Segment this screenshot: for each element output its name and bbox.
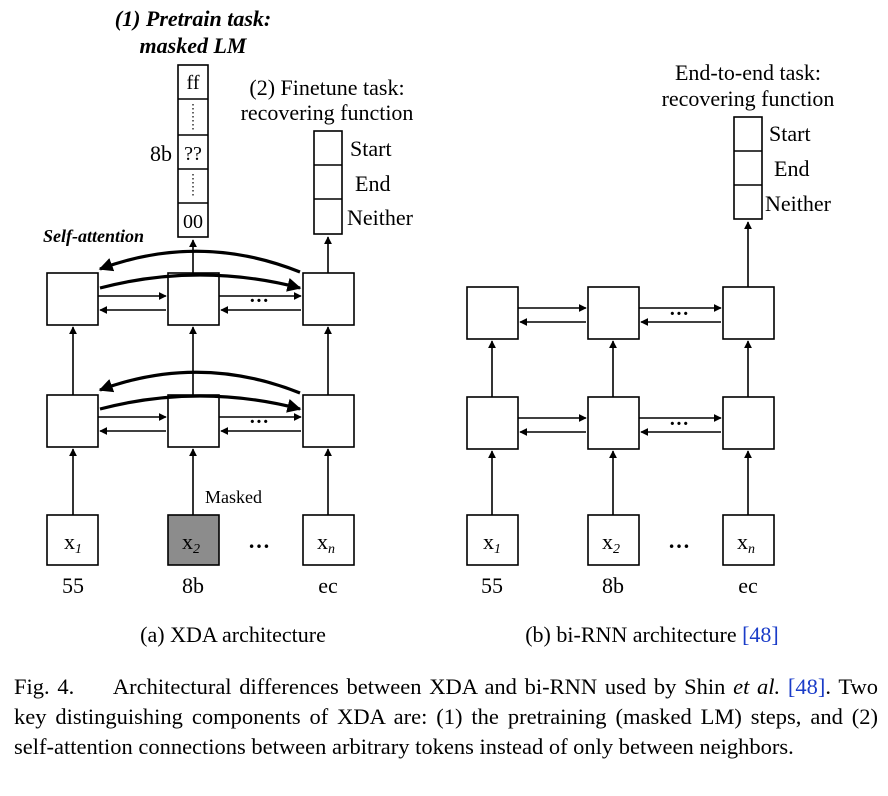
caption-space <box>780 674 788 699</box>
figure-caption: Fig. 4. Architectural differences betwee… <box>14 672 878 762</box>
input-xn: xn <box>317 529 335 557</box>
svg-text:···: ··· <box>249 290 269 312</box>
input-x2: x2 <box>182 529 200 557</box>
output-cell-00: 00 <box>183 211 203 233</box>
svg-text:···: ··· <box>249 411 269 433</box>
caption-italic: et al. <box>733 674 781 699</box>
byte-55: 55 <box>62 573 84 598</box>
birnn-input-x1: x1 <box>483 529 501 557</box>
subcaption-b: (b) bi-RNN architecture [48] <box>525 622 779 647</box>
class-neither-label: Neither <box>347 205 414 230</box>
caption-citation[interactable]: [48] <box>787 674 826 699</box>
caption-text-2: . Two key distinguishing components of X… <box>14 674 879 759</box>
subcaption-a: (a) XDA architecture <box>140 622 326 647</box>
birnn-layer-2: ··· <box>466 286 775 340</box>
birnn-input-x2: x2 <box>602 529 620 557</box>
class-start-label: Start <box>350 136 392 161</box>
masked-input-box <box>167 514 220 566</box>
birnn-class-end-label: End <box>774 156 809 181</box>
subcaption-b-citation[interactable]: [48] <box>742 622 779 647</box>
masked-label: Masked <box>205 487 262 507</box>
birnn-input-xn: xn <box>737 529 755 557</box>
panel-a-xda: (1) Pretrain task: masked LM ff ?? 00 8b… <box>43 6 414 647</box>
svg-text:···: ··· <box>669 413 689 435</box>
birnn-byte-55: 55 <box>481 573 503 598</box>
self-attention-label: Self-attention <box>43 226 144 246</box>
pretrain-title-line1: (1) Pretrain task: <box>115 6 271 31</box>
output-cell-ff: ff <box>187 72 200 94</box>
finetune-title-line2: recovering function <box>241 100 414 125</box>
masked-byte-label: 8b <box>150 141 172 166</box>
caption-text-1: Architectural differences between XDA an… <box>112 674 734 699</box>
birnn-class-column: Start End Neither <box>733 116 832 220</box>
xda-inputs: x1 x2 xn … <box>46 514 355 566</box>
architecture-figure: (1) Pretrain task: masked LM ff ?? 00 8b… <box>43 6 835 647</box>
byte-ec: ec <box>318 573 338 598</box>
finetune-title-line1: (2) Finetune task: <box>249 75 404 100</box>
birnn-class-neither-label: Neither <box>765 191 832 216</box>
class-end-label: End <box>355 171 390 196</box>
end-to-end-title-line2: recovering function <box>662 86 835 111</box>
birnn-input-ellipsis: … <box>668 528 690 553</box>
xda-layer-2: ··· <box>46 249 355 326</box>
birnn-byte-ec: ec <box>738 573 758 598</box>
birnn-inputs: x1 x2 xn … <box>466 514 775 566</box>
birnn-class-start-label: Start <box>769 121 811 146</box>
caption-label: Fig. 4. <box>14 674 75 699</box>
birnn-byte-8b: 8b <box>602 573 624 598</box>
masked-lm-output-column: ff ?? 00 <box>177 64 209 238</box>
input-ellipsis: … <box>248 528 270 553</box>
panel-b-birnn: End-to-end task: recovering function Sta… <box>466 60 835 647</box>
birnn-layer-1: ··· <box>466 396 775 450</box>
end-to-end-title-line1: End-to-end task: <box>675 60 821 85</box>
input-x1: x1 <box>64 529 82 557</box>
pretrain-title-line2: masked LM <box>140 33 248 58</box>
byte-8b: 8b <box>182 573 204 598</box>
output-cell-unknown: ?? <box>184 143 202 165</box>
finetune-class-column: Start End Neither <box>313 130 414 235</box>
xda-layer-1: ··· <box>46 370 355 448</box>
svg-text:···: ··· <box>669 303 689 325</box>
